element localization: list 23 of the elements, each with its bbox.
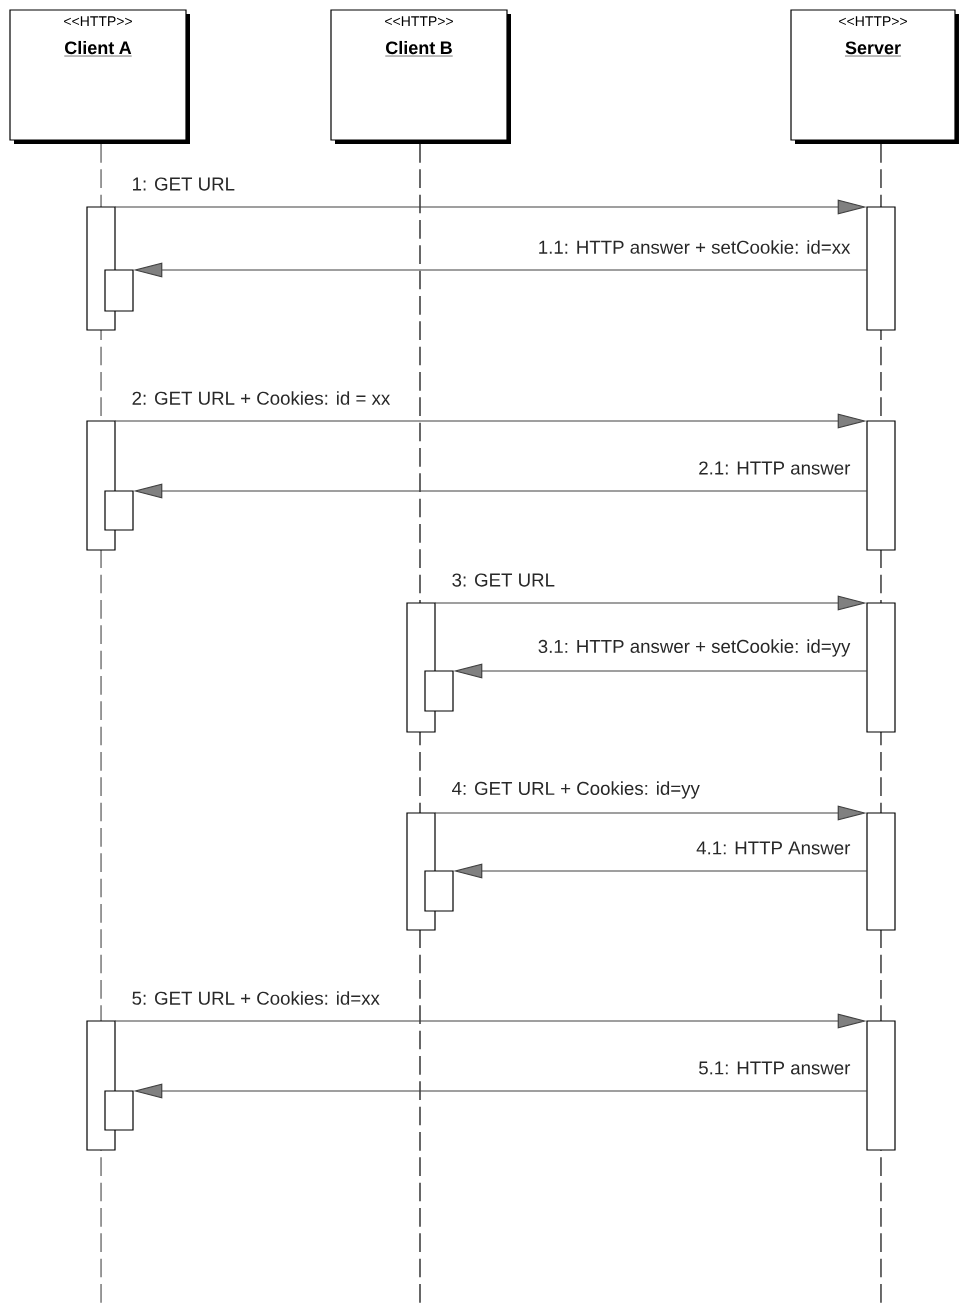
activation-bar <box>104 269 134 312</box>
activation-bar <box>866 420 896 551</box>
message-label: 4: GET URL + Cookies: id=yy <box>450 780 702 801</box>
activation-bar <box>866 602 896 733</box>
participant-box: <<HTTP>> Server <box>790 9 959 144</box>
message-label: 5: GET URL + Cookies: id=xx <box>130 989 382 1007</box>
message-label: 2.1: HTTP answer <box>696 460 852 476</box>
message-label: 5.1: HTTP answer <box>696 1060 852 1076</box>
message-label: 1: GET URL <box>130 176 237 192</box>
activation-bar <box>424 670 454 712</box>
message-label: 2: GET URL + Cookies: id = xx <box>130 389 392 407</box>
activation-bar <box>866 1020 896 1151</box>
message-label: 3.1: HTTP answer + setCookie: id=yy <box>536 638 852 659</box>
activation-bar <box>424 870 454 912</box>
activation-bar <box>866 812 896 931</box>
participant-box: <<HTTP>> Client A <box>9 9 190 144</box>
activation-bar <box>866 206 896 331</box>
message-label: 1.1: HTTP answer + setCookie: id=xx <box>536 238 852 256</box>
message-label: 3: GET URL <box>450 572 557 588</box>
message-label: 4.1: HTTP Answer <box>694 840 852 856</box>
participant-box: <<HTTP>> Client B <box>330 9 511 144</box>
activation-bar <box>104 490 134 531</box>
activation-bar <box>104 1090 134 1131</box>
